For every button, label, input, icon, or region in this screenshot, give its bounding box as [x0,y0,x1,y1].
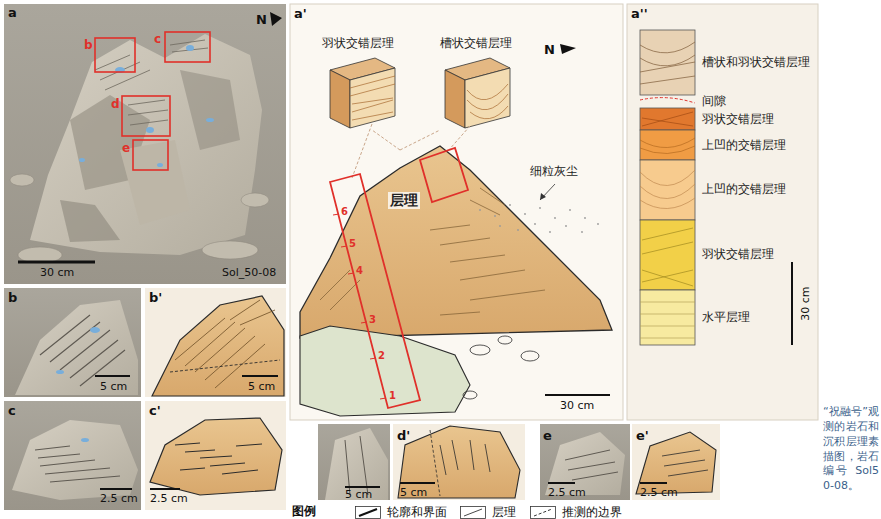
legend-sample [355,506,381,519]
rock-id: Sol_50-08 [222,266,276,279]
scale-label: 2.5 cm [150,492,188,505]
scale-label: 2.5 cm [100,492,138,505]
layer-number: 5 [349,238,356,250]
unit-label: 水平层理 [702,310,750,324]
panel-letter: a' [294,6,307,22]
figure-caption: “祝融号”观测的岩石和沉积层理素描图，岩石编号 Sol50-08。 [823,405,879,494]
layer-number: 4 [356,265,363,277]
scale-label: 2.5 cm [548,486,586,499]
panel-letter: c [8,403,16,419]
unit-label: 槽状和羽状交错层理 [702,55,810,69]
scale-label: 30 cm [799,286,812,320]
unit-label: 间隙 [702,94,726,108]
legend-text: 轮廓和界面 [387,505,447,519]
compass-label: N [256,12,267,28]
unit-label: 槽状交错层理 [440,36,512,50]
panel-letter: e [543,428,552,444]
legend-sample [460,506,486,519]
legend-text: 推测的边界 [562,505,622,519]
scale-label: 2.5 cm [640,486,678,499]
panel-letter: a [8,5,17,21]
box-label: d [111,97,120,111]
scale-label: 30 cm [40,266,74,279]
layer-number: 6 [341,206,348,218]
legend-text: 层理 [492,505,516,519]
box-label: b [84,38,93,52]
legend-sample [530,506,556,519]
layer-number: 3 [369,314,376,326]
panel-letter: b' [149,290,162,306]
panel-letter: d' [397,428,410,444]
box-label: c [154,32,161,46]
unit-label: 细粒灰尘 [530,164,578,178]
layer-number: 1 [389,390,396,402]
unit-label: 上凹的交错层理 [702,138,786,152]
layer-number: 2 [378,350,385,362]
legend-title: 图例 [292,504,316,518]
box-label: e [122,141,130,155]
scale-label: 5 cm [100,380,127,393]
unit-label: 上凹的交错层理 [702,182,786,196]
scale-label: 5 cm [248,380,275,393]
unit-label: 羽状交错层理 [702,247,774,261]
compass-label: N [544,42,555,58]
unit-label: 层理 [388,192,420,209]
panel-letter: a'' [631,6,648,22]
unit-label: 羽状交错层理 [702,112,774,126]
scale-label: 30 cm [560,399,594,412]
panel-letter: e' [636,428,649,444]
scale-label: 5 cm [345,488,372,501]
panel-letter: c' [149,403,161,419]
scale-label: 5 cm [400,486,427,499]
panel-letter: b [8,290,17,306]
unit-label: 羽状交错层理 [322,36,394,50]
